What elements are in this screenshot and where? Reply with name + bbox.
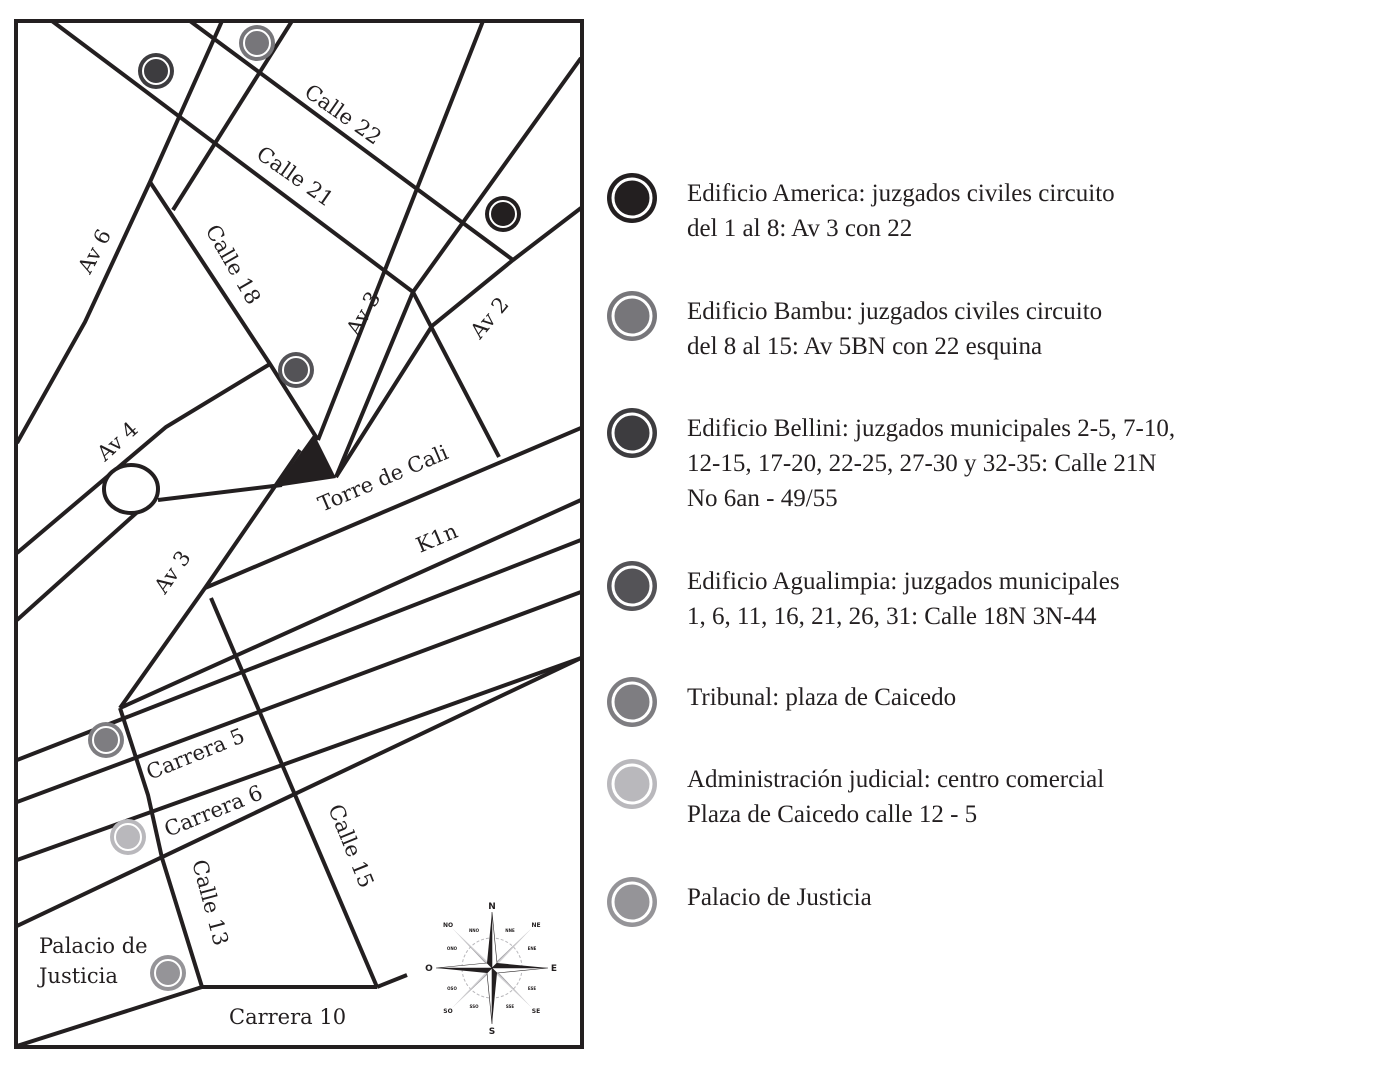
compass-ene: ENE bbox=[528, 946, 537, 951]
compass-ono: ONO bbox=[447, 946, 458, 951]
compass-nne: NNE bbox=[505, 928, 515, 933]
street-av-6 bbox=[17, 22, 224, 444]
marker-charcoal-icon bbox=[607, 408, 657, 458]
compass-ese: ESE bbox=[528, 986, 537, 991]
compass-nno: NNO bbox=[469, 928, 480, 933]
roundabout-icon bbox=[102, 463, 160, 515]
label-palacio-line1: Palacio de bbox=[39, 934, 148, 958]
street-calle-18 bbox=[148, 180, 320, 442]
streets bbox=[17, 22, 581, 1046]
legend-text: Edificio America: juzgados civiles circu… bbox=[687, 180, 1115, 207]
marker-america[interactable] bbox=[485, 196, 521, 232]
label-av-3-south: Av 3 bbox=[149, 546, 196, 598]
street-av-3-north-a bbox=[316, 22, 485, 441]
legend-item-tribunal: Tribunal: plaza de Caicedo bbox=[606, 677, 957, 728]
label-palacio-line2: Justicia bbox=[37, 964, 118, 988]
legend-item-palacio: Palacio de Justicia bbox=[606, 877, 872, 928]
compass-sso: SSO bbox=[470, 1004, 480, 1009]
street-carrera-6 bbox=[17, 656, 581, 862]
legend-text: 1, 6, 11, 16, 21, 26, 31: Calle 18N 3N-4… bbox=[687, 603, 1097, 630]
marker-darkgray-icon bbox=[607, 561, 657, 611]
street-torre-de-cali bbox=[204, 426, 581, 590]
street-carrera-7 bbox=[17, 656, 581, 928]
street-carrera-10-c bbox=[17, 985, 203, 1046]
compass-no: NO bbox=[443, 922, 453, 929]
compass-s: S bbox=[489, 1027, 495, 1037]
street-av-4-south bbox=[17, 505, 145, 622]
compass-se: SE bbox=[532, 1008, 540, 1015]
marker-silver-icon bbox=[607, 877, 657, 927]
compass-sse: SSE bbox=[506, 1004, 515, 1009]
legend-item-bambu: Edificio Bambu: juzgados civiles circuit… bbox=[606, 291, 1103, 364]
compass-n: N bbox=[488, 902, 496, 912]
label-av-4: Av 4 bbox=[92, 417, 143, 466]
compass-rose-icon: N S E O NE NO SE SO NNE NNO ENE ONO ESE … bbox=[425, 902, 557, 1037]
legend-text: Edificio Bambu: juzgados civiles circuit… bbox=[687, 298, 1103, 325]
legend-text: Edificio Bellini: juzgados municipales 2… bbox=[687, 415, 1176, 442]
marker-lightgray-icon bbox=[607, 759, 657, 809]
street-av-2 bbox=[334, 206, 581, 479]
marker-bambu[interactable] bbox=[239, 25, 275, 61]
compass-oso: OSO bbox=[447, 986, 457, 991]
compass-e: E bbox=[551, 964, 557, 974]
legend-text: Palacio de Justicia bbox=[687, 884, 872, 911]
label-carrera-10: Carrera 10 bbox=[229, 1005, 346, 1029]
legend-item-bellini: Edificio Bellini: juzgados municipales 2… bbox=[606, 408, 1176, 516]
marker-tribunal[interactable] bbox=[88, 722, 124, 758]
map-border bbox=[14, 19, 584, 1049]
street-av-4-north bbox=[17, 362, 272, 555]
street-k1n bbox=[119, 498, 581, 710]
marker-midgray-icon bbox=[607, 677, 657, 727]
street-carrera-10-b bbox=[376, 973, 408, 989]
compass-ne: NE bbox=[531, 922, 540, 929]
marker-dark-icon bbox=[607, 173, 657, 223]
legend-text: 12-15, 17-20, 22-25, 27-30 y 32-35: Call… bbox=[687, 450, 1157, 477]
marker-palacio[interactable] bbox=[150, 955, 186, 991]
legend-text: Tribunal: plaza de Caicedo bbox=[687, 684, 957, 711]
compass-o: O bbox=[425, 964, 433, 974]
marker-administracion[interactable] bbox=[110, 819, 146, 855]
label-torre-de-cali: Torre de Cali bbox=[315, 440, 452, 516]
legend-text: Administración judicial: centro comercia… bbox=[687, 766, 1105, 793]
compass-so: SO bbox=[443, 1008, 452, 1015]
legend-item-agualimpia: Edificio Agualimpia: juzgados municipale… bbox=[606, 561, 1120, 634]
label-carrera-5: Carrera 5 bbox=[143, 724, 248, 785]
street-calle-22 bbox=[188, 22, 515, 262]
marker-agualimpia[interactable] bbox=[278, 352, 314, 388]
legend-text: No 6an - 49/55 bbox=[687, 485, 838, 512]
label-k1n: K1n bbox=[413, 519, 462, 558]
torre-de-cali-landmark-icon bbox=[276, 434, 336, 487]
label-av-2: Av 2 bbox=[465, 292, 514, 344]
street-calle-21-east bbox=[411, 291, 501, 458]
label-calle-18: Calle 18 bbox=[201, 221, 266, 309]
street-torre-link bbox=[157, 483, 283, 502]
street-carrera-5-south bbox=[17, 590, 581, 804]
street-av-5bn bbox=[171, 22, 294, 212]
street-calle-21 bbox=[50, 22, 415, 294]
map-markers bbox=[88, 25, 521, 991]
label-calle-13: Calle 13 bbox=[187, 857, 233, 948]
street-labels: Calle 22 Calle 21 Calle 18 Av 6 Av 3 Av … bbox=[37, 79, 514, 1029]
marker-bellini[interactable] bbox=[138, 53, 174, 89]
label-av-3-north: Av 3 bbox=[341, 287, 385, 340]
legend-text: del 1 al 8: Av 3 con 22 bbox=[687, 215, 913, 242]
legend-item-america: Edificio America: juzgados civiles circu… bbox=[606, 173, 1115, 246]
legend-text: del 8 al 15: Av 5BN con 22 esquina bbox=[687, 333, 1043, 360]
legend-text: Edificio Agualimpia: juzgados municipale… bbox=[687, 568, 1120, 595]
street-calle-13 bbox=[118, 707, 204, 988]
legend-text: Plaza de Caicedo calle 12 - 5 bbox=[687, 801, 978, 828]
marker-gray-icon bbox=[607, 291, 657, 341]
street-map: Calle 22 Calle 21 Calle 18 Av 6 Av 3 Av … bbox=[14, 19, 584, 1049]
street-calle-15 bbox=[209, 597, 379, 988]
legend-item-administracion: Administración judicial: centro comercia… bbox=[606, 759, 1105, 832]
